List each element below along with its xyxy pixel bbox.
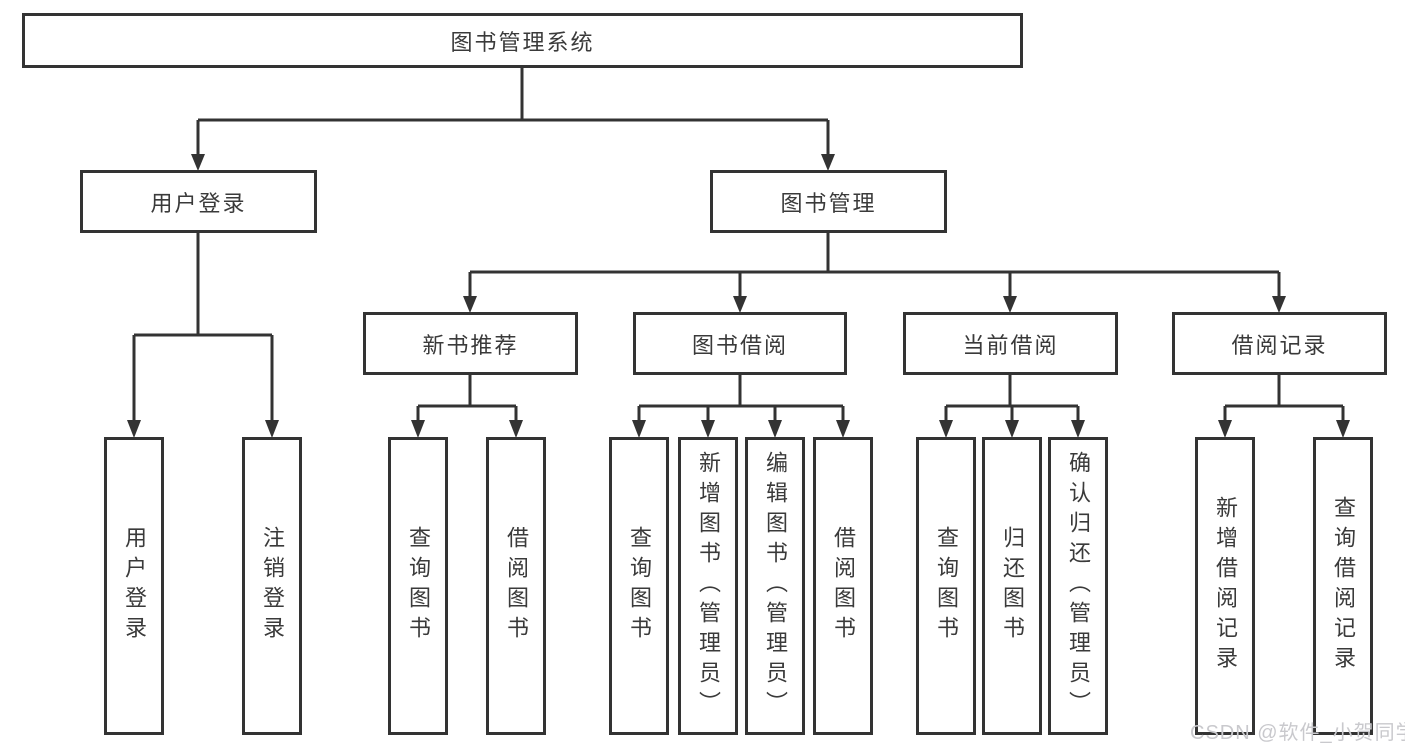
node-add-borrow-record: 新增借阅记录 <box>1195 437 1255 735</box>
node-new-book-recommendation: 新书推荐 <box>363 312 578 375</box>
node-label: 查询图书 <box>627 526 652 646</box>
node-confirm-return-admin: 确认归还（管理员） <box>1048 437 1108 735</box>
csdn-watermark: CSDN @软件_小贺同学 <box>1190 722 1405 744</box>
node-library-system: 图书管理系统 <box>22 13 1023 68</box>
node-label: 借阅图书 <box>831 526 856 646</box>
node-label: 借阅图书 <box>504 526 529 646</box>
node-return-books: 归还图书 <box>982 437 1042 735</box>
node-label: 查询借阅记录 <box>1331 496 1356 676</box>
node-add-book-admin: 新增图书（管理员） <box>678 437 738 735</box>
node-borrow-books-recommend: 借阅图书 <box>486 437 546 735</box>
node-label: 查询图书 <box>406 526 431 646</box>
node-label: 新书推荐 <box>422 332 519 358</box>
node-label: 注销登录 <box>260 526 285 646</box>
node-label: 图书管理 <box>780 190 877 216</box>
node-logout: 注销登录 <box>242 437 302 735</box>
node-label: 用户登录 <box>122 526 147 646</box>
node-query-books-current: 查询图书 <box>916 437 976 735</box>
node-label: 当前借阅 <box>962 332 1059 358</box>
node-label: 归还图书 <box>1000 526 1025 646</box>
node-book-management: 图书管理 <box>710 170 947 233</box>
node-borrow-books-borrowing: 借阅图书 <box>813 437 873 735</box>
node-book-borrowing: 图书借阅 <box>633 312 847 375</box>
node-label: 新增借阅记录 <box>1213 496 1238 676</box>
node-user-login-branch: 用户登录 <box>80 170 317 233</box>
node-query-books-recommend: 查询图书 <box>388 437 448 735</box>
node-query-borrow-record: 查询借阅记录 <box>1313 437 1373 735</box>
node-label: 图书借阅 <box>691 332 788 358</box>
node-label: 编辑图书（管理员） <box>763 451 788 721</box>
node-label: 新增图书（管理员） <box>696 451 721 721</box>
node-user-login: 用户登录 <box>104 437 164 735</box>
node-label: 确认归还（管理员） <box>1066 451 1091 721</box>
node-label: 借阅记录 <box>1231 332 1328 358</box>
node-edit-book-admin: 编辑图书（管理员） <box>745 437 805 735</box>
node-query-books-borrowing: 查询图书 <box>609 437 669 735</box>
node-label: 图书管理系统 <box>450 29 595 55</box>
node-current-borrowing: 当前借阅 <box>903 312 1118 375</box>
node-label: 用户登录 <box>150 190 247 216</box>
node-borrowing-records: 借阅记录 <box>1172 312 1387 375</box>
node-label: 查询图书 <box>934 526 959 646</box>
